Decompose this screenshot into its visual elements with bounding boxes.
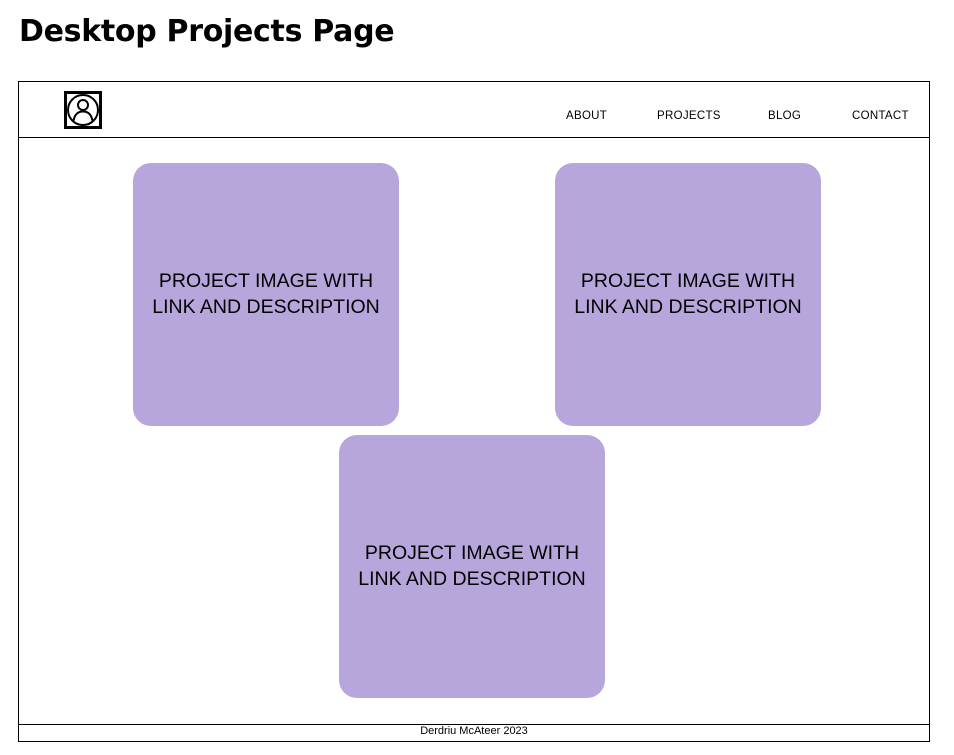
nav-contact[interactable]: CONTACT: [852, 110, 909, 122]
project-card-label: PROJECT IMAGE WITH LINK AND DESCRIPTION: [358, 541, 586, 590]
project-card[interactable]: PROJECT IMAGE WITH LINK AND DESCRIPTION: [339, 435, 605, 698]
user-avatar-icon: [64, 91, 102, 129]
nav-about[interactable]: ABOUT: [566, 110, 608, 122]
project-card[interactable]: PROJECT IMAGE WITH LINK AND DESCRIPTION: [555, 163, 821, 426]
desktop-wireframe: ABOUT PROJECTS BLOG CONTACT PROJECT IMAG…: [18, 81, 930, 742]
project-card-label: PROJECT IMAGE WITH LINK AND DESCRIPTION: [574, 269, 802, 318]
nav-blog[interactable]: BLOG: [768, 110, 802, 122]
nav-projects[interactable]: PROJECTS: [657, 110, 721, 122]
logo-link[interactable]: [64, 91, 102, 129]
site-footer: Derdriu McAteer 2023: [19, 724, 929, 742]
project-card[interactable]: PROJECT IMAGE WITH LINK AND DESCRIPTION: [133, 163, 399, 426]
site-header: ABOUT PROJECTS BLOG CONTACT: [19, 82, 929, 138]
project-card-label: PROJECT IMAGE WITH LINK AND DESCRIPTION: [152, 269, 380, 318]
page-title: Desktop Projects Page: [19, 14, 395, 49]
footer-copyright: Derdriu McAteer 2023: [420, 725, 528, 737]
